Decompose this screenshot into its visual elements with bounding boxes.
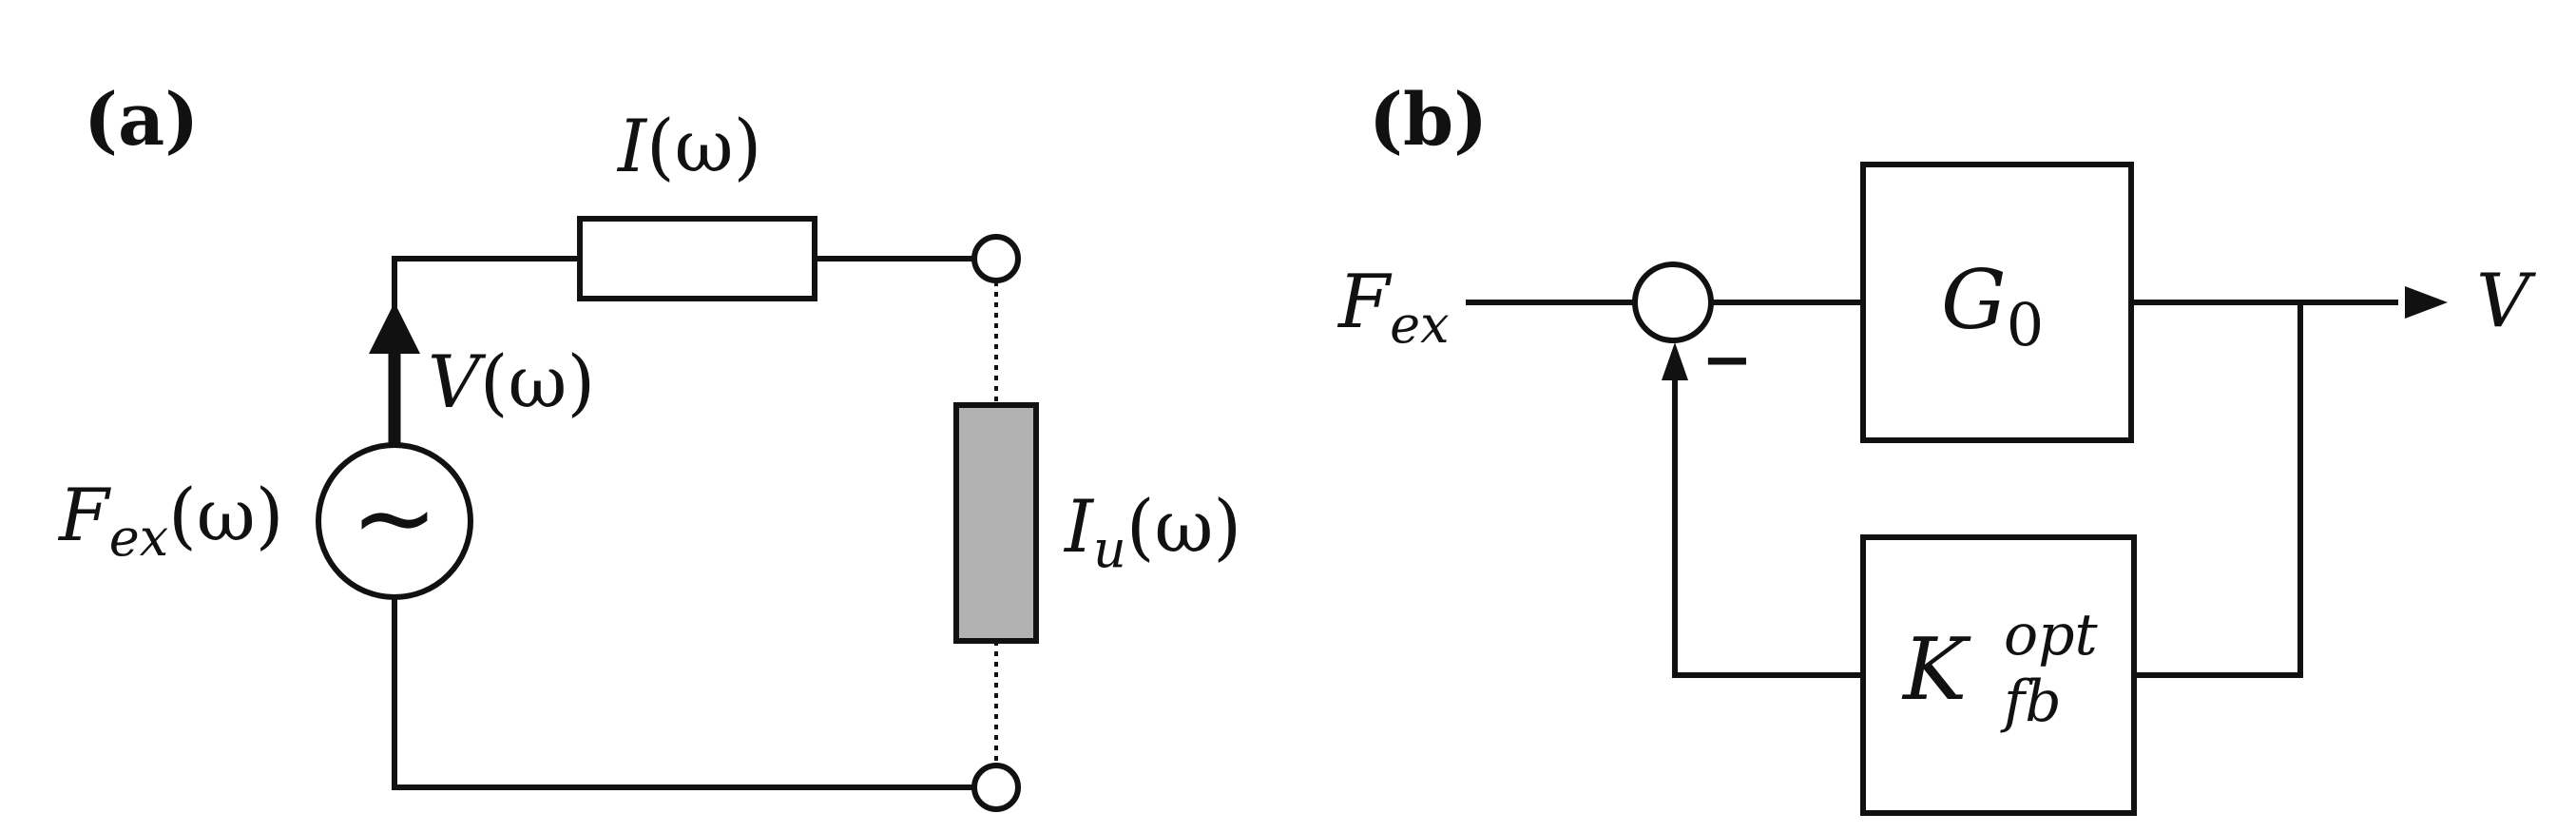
unknown-impedance-box: [953, 402, 1039, 644]
feedback-label-sup: opt: [2004, 602, 2099, 668]
source-label: Fex(ω): [57, 473, 283, 568]
output-label: V: [2476, 259, 2536, 344]
plant-block: [1860, 162, 2134, 443]
current-label: I(ω): [616, 104, 761, 188]
feedback-return-line: [1672, 378, 1866, 678]
unknown-current-label: Iu(ω): [1063, 484, 1241, 579]
impedance-box: [577, 216, 817, 301]
terminal-top: [971, 234, 1021, 283]
voltage-arrow-head: [369, 302, 420, 354]
minus-sign: −: [1701, 325, 1753, 396]
feedback-label-sub: fb: [2000, 668, 2062, 735]
bottom-wire: [392, 596, 977, 790]
feedback-takeoff-line: [2131, 300, 2303, 678]
panel-a-label: (a): [84, 77, 199, 162]
plant-label: G0: [1941, 253, 2044, 359]
input-label: Fex: [1336, 260, 1450, 355]
voltage-label: V(ω): [428, 339, 595, 424]
ac-source-icon: [316, 442, 473, 600]
feedback-label-main: K: [1901, 620, 1971, 720]
panel-b-label: (b): [1369, 77, 1488, 162]
panel-a: (a) ∼ I(ω) V(ω) Fex(ω) Iu(ω): [57, 77, 1241, 812]
feedback-arrow-head: [1662, 342, 1688, 380]
panel-b: (b) Fex V − G0 K opt fb: [1336, 77, 2536, 816]
terminal-bottom: [971, 763, 1021, 812]
output-arrow-head: [2405, 286, 2448, 319]
summing-junction: [1632, 262, 1714, 343]
sine-wave-symbol: ∼: [351, 456, 438, 578]
